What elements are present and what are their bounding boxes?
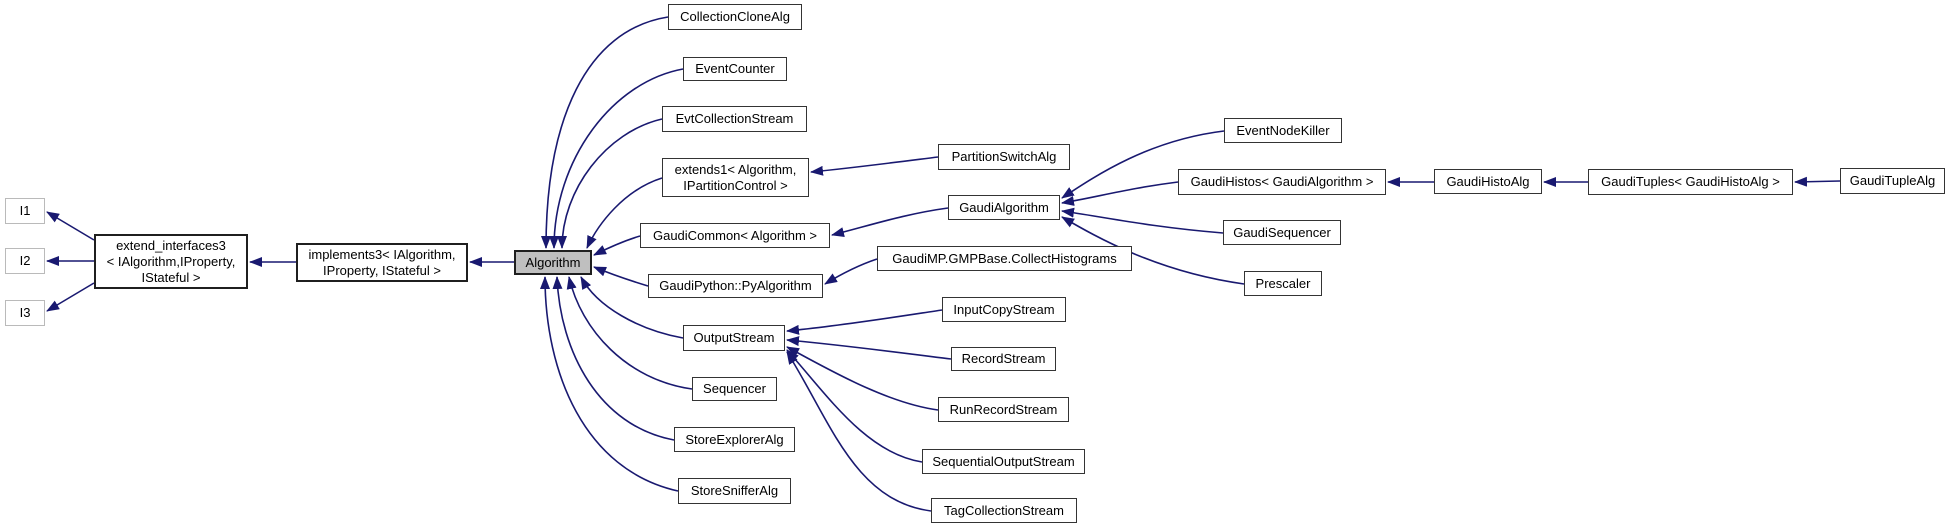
edge-tag_collection_stream-to-output_stream — [786, 351, 932, 512]
edge-output_stream-to-algorithm — [580, 276, 684, 339]
edge-record_stream-to-output_stream — [786, 336, 952, 360]
node-tag_collection_stream[interactable]: TagCollectionStream — [931, 498, 1077, 523]
node-extend_interfaces3: extend_interfaces3 < IAlgorithm,IPropert… — [94, 234, 248, 289]
node-gaudi_tuples[interactable]: GaudiTuples< GaudiHistoAlg > — [1588, 169, 1793, 195]
node-prescaler[interactable]: Prescaler — [1244, 271, 1322, 296]
node-run_record_stream[interactable]: RunRecordStream — [938, 397, 1069, 422]
edge-gaudi_tuple_alg-to-gaudi_tuples — [1794, 176, 1841, 187]
node-store_sniffer_alg[interactable]: StoreSnifferAlg — [678, 478, 791, 504]
node-gaudi_common[interactable]: GaudiCommon< Algorithm > — [640, 223, 830, 248]
edge-event_node_killer-to-gaudi_algorithm — [1061, 130, 1225, 199]
node-sequential_output_stream[interactable]: SequentialOutputStream — [922, 449, 1085, 474]
node-implements3: implements3< IAlgorithm, IProperty, ISta… — [296, 243, 468, 282]
edge-evt_collection_stream-to-algorithm — [557, 118, 663, 249]
edge-gaudi_histos-to-gaudi_algorithm — [1061, 181, 1179, 206]
edge-store_explorer_alg-to-algorithm — [552, 276, 675, 441]
edge-gaudi_common-to-algorithm — [593, 235, 641, 256]
node-gaudi_histo_alg[interactable]: GaudiHistoAlg — [1434, 169, 1542, 194]
node-sequencer[interactable]: Sequencer — [692, 377, 777, 401]
node-record_stream[interactable]: RecordStream — [951, 347, 1056, 371]
edge-extend_interfaces3-to-i1 — [46, 211, 95, 241]
node-partition_switch_alg[interactable]: PartitionSwitchAlg — [938, 144, 1070, 170]
edge-partition_switch_alg-to-extends1 — [810, 156, 939, 176]
node-gaudi_histos[interactable]: GaudiHistos< GaudiAlgorithm > — [1178, 169, 1386, 195]
node-gaudi_tuple_alg[interactable]: GaudiTupleAlg — [1840, 168, 1945, 194]
node-algorithm: Algorithm — [514, 250, 592, 275]
node-store_explorer_alg[interactable]: StoreExplorerAlg — [674, 427, 795, 452]
edge-gaudi_sequencer-to-gaudi_algorithm — [1061, 207, 1224, 234]
node-gaudi_sequencer[interactable]: GaudiSequencer — [1223, 220, 1341, 245]
node-extends1[interactable]: extends1< Algorithm, IPartitionControl > — [662, 158, 809, 197]
node-collection_clone_alg[interactable]: CollectionCloneAlg — [668, 4, 802, 30]
edge-store_sniffer_alg-to-algorithm — [540, 276, 679, 492]
node-event_counter[interactable]: EventCounter — [683, 57, 787, 81]
edge-gaudi_python_py_algorithm-to-algorithm — [593, 266, 649, 287]
node-gaudi_algorithm[interactable]: GaudiAlgorithm — [948, 195, 1060, 220]
edge-sequential_output_stream-to-output_stream — [786, 349, 923, 463]
edge-gaudi_algorithm-to-gaudi_common — [831, 207, 949, 237]
edge-extends1-to-algorithm — [586, 177, 663, 249]
edge-gaudi_mp_collect_histograms-to-gaudi_python_py_algorithm — [824, 258, 878, 285]
edge-prescaler-to-gaudi_algorithm — [1061, 216, 1245, 285]
edge-event_counter-to-algorithm — [549, 68, 684, 249]
node-i2: I2 — [5, 248, 45, 274]
edge-extend_interfaces3-to-i3 — [46, 282, 95, 312]
edge-input_copy_stream-to-output_stream — [786, 309, 943, 335]
node-gaudi_mp_collect_histograms[interactable]: GaudiMP.GMPBase.CollectHistograms — [877, 246, 1132, 271]
edge-collection_clone_alg-to-algorithm — [541, 16, 669, 249]
node-gaudi_python_py_algorithm[interactable]: GaudiPython::PyAlgorithm — [648, 274, 823, 298]
node-evt_collection_stream[interactable]: EvtCollectionStream — [662, 106, 807, 132]
node-i3: I3 — [5, 300, 45, 326]
node-event_node_killer[interactable]: EventNodeKiller — [1224, 118, 1342, 143]
edge-run_record_stream-to-output_stream — [786, 346, 939, 411]
node-input_copy_stream[interactable]: InputCopyStream — [942, 297, 1066, 322]
node-i1: I1 — [5, 198, 45, 224]
edge-sequencer-to-algorithm — [566, 276, 693, 390]
node-output_stream[interactable]: OutputStream — [683, 325, 785, 351]
